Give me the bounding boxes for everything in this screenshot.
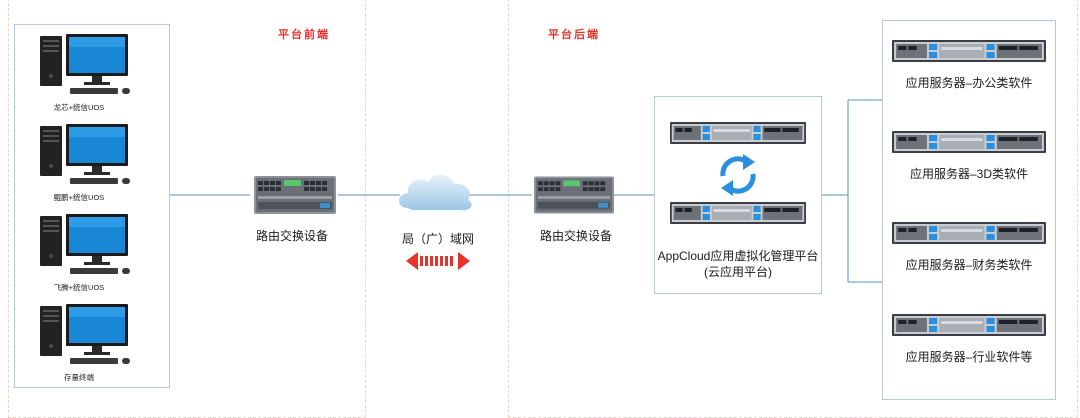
sync-arrows-icon [715,152,761,203]
switch-right-icon [534,176,614,219]
terminal-label: 存量终端 [64,373,94,382]
terminal-label: 飞腾+统信UOS [53,283,105,292]
server-label: 应用服务器–办公类软件 [905,76,1033,90]
double-arrow-icon [406,251,470,276]
backend-title: 平台后端 [548,29,600,41]
network-label: 局（广）域网 [402,232,475,246]
switch-left-label: 路由交换设备 [256,229,329,243]
platform-label-line1: AppCloud应用虚拟化管理平台 [657,249,819,263]
rack-server-icon [670,202,806,229]
terminal-label: 鲲鹏+统信UOS [53,193,105,202]
desktop-computer-icon [38,212,134,281]
desktop-computer-icon [38,302,134,371]
rack-server-icon [670,122,806,149]
rack-server-icon [892,222,1046,249]
server-label: 应用服务器–行业软件等 [905,350,1033,364]
server-label: 应用服务器–财务类软件 [905,258,1033,272]
rack-server-icon [892,131,1046,158]
terminal-label: 龙芯+统信UOS [53,103,105,112]
desktop-computer-icon [38,32,134,101]
switch-right-label: 路由交换设备 [540,229,613,243]
switch-left-icon [254,176,336,219]
rack-server-icon [892,314,1046,341]
platform-label-line2: (云应用平台) [704,265,772,279]
cloud-icon [394,168,478,223]
rack-server-icon [892,40,1046,67]
server-group-box [882,20,1056,400]
desktop-computer-icon [38,122,134,191]
frontend-title: 平台前端 [278,29,330,41]
server-label: 应用服务器–3D类软件 [909,167,1028,181]
